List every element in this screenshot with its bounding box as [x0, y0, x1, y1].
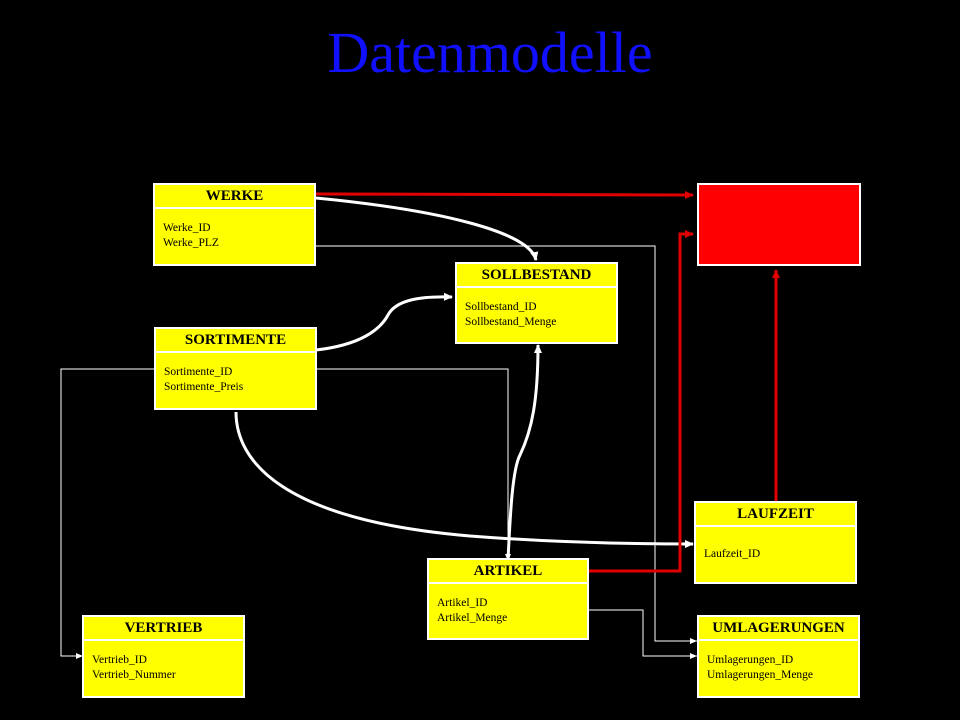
- entity-name: VERTRIEB: [84, 617, 243, 641]
- connector-artikel-red-box: [588, 230, 694, 573]
- entity-field: Vertrieb_Nummer: [92, 669, 176, 681]
- connector-sortimente-artikel: [315, 368, 511, 561]
- entity-name: UMLAGERUNGEN: [699, 617, 858, 641]
- connector-sortimente-vertrieb: [60, 368, 155, 659]
- page-title: Datenmodelle: [327, 20, 653, 85]
- entity-field: Artikel_ID: [437, 597, 488, 609]
- entity-field: Umlagerungen_Menge: [707, 669, 814, 681]
- entity-name: SOLLBESTAND: [457, 264, 616, 288]
- entity-field: Sortimente_ID: [164, 366, 233, 378]
- entity-field: Artikel_Menge: [437, 612, 508, 624]
- connector-sortimente-laufzeit: [234, 411, 694, 548]
- entity-laufzeit[interactable]: LAUFZEIT Laufzeit_ID: [694, 501, 857, 584]
- entity-fields: Laufzeit_ID: [696, 527, 855, 562]
- entity-field: Vertrieb_ID: [92, 654, 147, 666]
- entity-field: Werke_ID: [163, 222, 211, 234]
- connector-artikel-umlagerungen: [587, 609, 697, 659]
- entity-vertrieb[interactable]: VERTRIEB Vertrieb_ID Vertrieb_Nummer: [82, 615, 245, 698]
- entity-werke[interactable]: WERKE Werke_ID Werke_PLZ: [153, 183, 316, 266]
- entity-field: Laufzeit_ID: [704, 548, 761, 560]
- entity-name: SORTIMENTE: [156, 329, 315, 353]
- entity-fields: Umlagerungen_ID Umlagerungen_Menge: [699, 641, 858, 683]
- connector-werke-umlagerungen: [315, 245, 697, 644]
- connector-sortimente-sollbestand: [315, 292, 453, 352]
- entity-fields: Artikel_ID Artikel_Menge: [429, 584, 587, 626]
- entity-fields: Sollbestand_ID Sollbestand_Menge: [457, 288, 616, 330]
- entity-fields: Vertrieb_ID Vertrieb_Nummer: [84, 641, 243, 683]
- entity-fields: Werke_ID Werke_PLZ: [155, 209, 314, 251]
- entity-name: WERKE: [155, 185, 314, 209]
- highlight-box: [697, 183, 861, 266]
- entity-field: Sortimente_Preis: [164, 381, 244, 393]
- entity-umlagerungen[interactable]: UMLAGERUNGEN Umlagerungen_ID Umlagerunge…: [697, 615, 860, 698]
- entity-sollbestand[interactable]: SOLLBESTAND Sollbestand_ID Sollbestand_M…: [455, 262, 618, 344]
- connector-werke-sollbestand: [315, 196, 539, 261]
- entity-name: ARTIKEL: [429, 560, 587, 584]
- connector-werke-red-box: [315, 190, 694, 199]
- entity-field: Sollbestand_Menge: [465, 316, 557, 328]
- entity-field: Werke_PLZ: [163, 237, 219, 249]
- entity-sortimente[interactable]: SORTIMENTE Sortimente_ID Sortimente_Prei…: [154, 327, 317, 410]
- entity-field: Umlagerungen_ID: [707, 654, 794, 666]
- entity-name: LAUFZEIT: [696, 503, 855, 527]
- entity-fields: Sortimente_ID Sortimente_Preis: [156, 353, 315, 395]
- connector-artikel-sollbestand: [506, 344, 542, 561]
- entity-field: Sollbestand_ID: [465, 301, 537, 313]
- entity-artikel[interactable]: ARTIKEL Artikel_ID Artikel_Menge: [427, 558, 589, 640]
